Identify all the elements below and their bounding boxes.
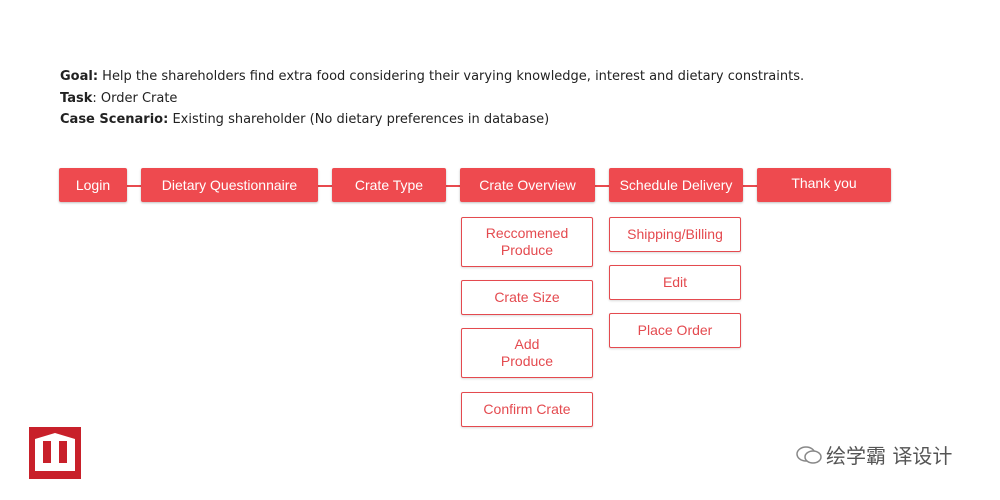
connector-overview-schedule [595, 185, 609, 187]
connector-crate-type-overview [446, 185, 460, 187]
step-schedule-delivery: Schedule Delivery [609, 168, 743, 202]
step-crate-type: Crate Type [332, 168, 446, 202]
substep-shipping-billing: Shipping/Billing [609, 217, 741, 252]
goal-label: Goal: [60, 69, 99, 84]
connector-login-questionnaire [127, 185, 141, 187]
step-crate-overview: Crate Overview [460, 168, 595, 202]
substep-place-order: Place Order [609, 313, 741, 348]
goal-line: Goal: Help the shareholders find extra f… [60, 66, 804, 88]
scenario-line: Case Scenario: Existing shareholder (No … [60, 109, 804, 131]
substep-reccomened-produce: Reccomened Produce [461, 217, 593, 267]
watermark: 绘学霸 译设计 [796, 440, 952, 469]
connector-questionnaire-crate-type [318, 185, 332, 187]
scenario-label: Case Scenario: [60, 112, 169, 127]
task-line: Task: Order Crate [60, 88, 804, 110]
goal-text: Help the shareholders find extra food co… [98, 69, 805, 84]
connector-schedule-thank-you [743, 185, 757, 187]
substep-add-produce: Add Produce [461, 328, 593, 378]
step-login: Login [59, 168, 127, 202]
brand-logo [29, 427, 81, 479]
logo-mark-icon [35, 433, 75, 471]
substep-edit: Edit [609, 265, 741, 300]
step-dietary-questionnaire: Dietary Questionnaire [141, 168, 318, 202]
step-thank-you: Thank you [757, 168, 891, 202]
chat-bubble-icon [796, 445, 822, 464]
scenario-info: Goal: Help the shareholders find extra f… [60, 66, 804, 131]
substep-confirm-crate: Confirm Crate [461, 392, 593, 427]
watermark-text: 绘学霸 译设计 [826, 444, 953, 468]
task-text: : Order Crate [92, 90, 178, 106]
substep-crate-size: Crate Size [461, 280, 593, 315]
task-label: Task [60, 90, 93, 106]
scenario-text: Existing shareholder (No dietary prefere… [168, 112, 550, 127]
